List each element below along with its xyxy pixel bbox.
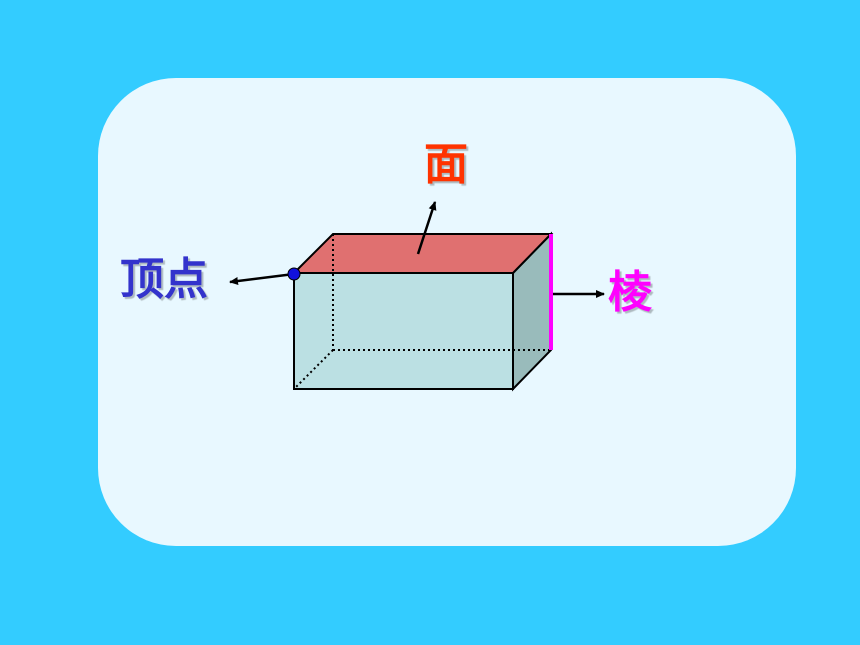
face-arrow [416,201,437,255]
vertex-arrow [229,272,295,285]
edge-label: 棱 [608,267,652,318]
hidden-edge-depth [293,349,334,390]
vertex-dot [287,267,301,281]
face-label: 面 [424,139,468,190]
vertex-label: 顶点 [120,254,208,305]
cuboid-front-face [293,272,514,390]
